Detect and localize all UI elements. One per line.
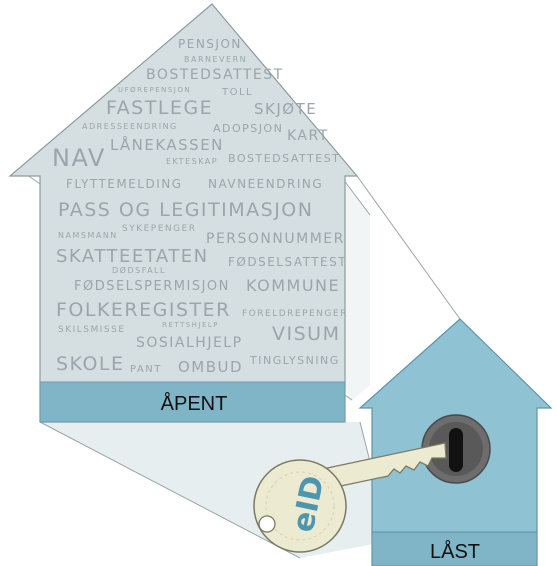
word-visum: VISUM [272, 323, 340, 345]
word-flyttemelding: FLYTTEMELDING [66, 177, 183, 191]
word-namsmann: NAMSMANN [58, 231, 118, 240]
word-skjote: SKJØTE [254, 100, 317, 118]
word-sykepenger: SYKEPENGER [122, 224, 197, 234]
word-dodsfall: DØDSFALL [112, 265, 166, 275]
word-fodselspermisjon: FØDSELSPERMISJON [74, 279, 230, 294]
word-navneendring: NAVNEENDRING [208, 177, 323, 191]
word-adopsjon: ADOPSJON [213, 122, 283, 135]
word-skatteetaten: SKATTEETATEN [56, 246, 209, 267]
word-kommune: KOMMUNE [246, 276, 340, 295]
key-ring-hole [258, 515, 276, 533]
word-barnevern: BARNEVERN [184, 55, 247, 64]
key-bow-pattern [265, 471, 335, 541]
word-pensjon: PENSJON [178, 37, 242, 51]
word-ombud: OMBUD [178, 358, 243, 376]
word-sosialhjelp: SOSIALHJELP [136, 335, 243, 351]
open-house-band [39, 381, 346, 423]
word-kart: KART [287, 128, 329, 144]
word-fastlege: FASTLEGE [106, 97, 213, 119]
word-personnummer: PERSONNUMMER [206, 231, 345, 247]
word-pass-og-legitimasjon: PASS OG LEGITIMASJON [58, 199, 313, 221]
word-nav: NAV [52, 144, 106, 172]
word-uforepensjon: UFØREPENSJON [118, 86, 191, 94]
word-bostedsattest-2: BOSTEDSATTEST [228, 152, 340, 165]
locked-house: LÅST [358, 318, 553, 566]
locked-house-label: LÅST [430, 540, 480, 563]
word-fodselsattest: FØDSELSATTEST [228, 255, 347, 269]
word-rettshjelp: RETTSHJELP [162, 321, 219, 329]
key-blade [317, 442, 447, 491]
projection-line [39, 421, 301, 559]
locked-house-band [371, 531, 538, 566]
open-house-label: ÅPENT [161, 392, 228, 415]
word-lanekassen: LÅNEKASSEN [110, 135, 224, 154]
word-skole: SKOLE [56, 353, 125, 375]
word-toll: TOLL [221, 87, 253, 98]
lock-icon [421, 414, 491, 484]
key-bow [253, 459, 347, 553]
open-house: ÅPENT PENSJON BARNEVERN BOSTEDSATTEST UF… [8, 3, 359, 423]
projection-line [356, 175, 461, 320]
word-tinglysning: TINGLYSNING [249, 354, 340, 367]
word-skilsmisse: SKILSMISSE [58, 325, 126, 335]
key-icon: eID [253, 442, 447, 553]
word-foreldrepenger: FORELDREPENGER [242, 309, 348, 319]
word-adresseendring: ADRESSEENDRING [82, 122, 178, 131]
word-bostedsattest: BOSTEDSATTEST [146, 67, 284, 83]
word-folkeregister: FOLKEREGISTER [56, 299, 231, 321]
word-ekteskap: EKTESKAP [166, 157, 218, 166]
word-pant: PANT [130, 364, 162, 375]
